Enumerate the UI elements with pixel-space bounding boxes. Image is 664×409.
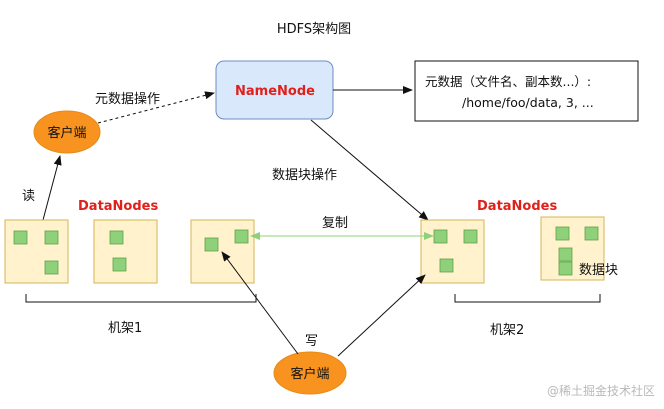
rack1-brace (25, 294, 257, 303)
data-block (204, 237, 219, 252)
write-arrow-rack2 (337, 274, 426, 357)
client-top-label: 客户端 (47, 125, 86, 141)
datanode-box (540, 216, 605, 281)
write-arrow-rack1 (221, 251, 299, 355)
metadata-frame (414, 60, 639, 122)
block-ops-arrow (310, 119, 429, 221)
client-top-ellipse (33, 110, 101, 154)
datanode-rack2-2 (540, 216, 605, 281)
data-block (439, 258, 454, 273)
data-block-label: 数据块 (579, 263, 618, 278)
replication-label: 复制 (322, 216, 348, 231)
datanode-box (420, 219, 485, 284)
data-block (44, 260, 59, 275)
data-block (109, 230, 124, 245)
metadata-ops-label: 元数据操作 (95, 91, 160, 107)
read-arrow (42, 155, 62, 221)
datanodes-label-left: DataNodes (78, 199, 158, 214)
metadata-ops-arrow (97, 91, 215, 124)
data-block (558, 247, 573, 262)
client-top: 客户端 (33, 110, 101, 154)
block-ops-label: 数据块操作 (272, 167, 337, 183)
watermark: @稀土掘金技术社区 (547, 383, 655, 398)
client-bottom-ellipse (273, 351, 347, 395)
data-block (112, 257, 127, 272)
data-block (463, 229, 478, 244)
datanode-rack1-1 (4, 219, 69, 284)
metadata-box: 元数据（文件名、副本数...）: /home/foo/data, 3, ... (414, 60, 639, 122)
data-block (44, 230, 59, 245)
data-block (234, 229, 249, 244)
datanode-rack1-2 (93, 219, 158, 284)
datanode-rack2-1 (420, 219, 485, 284)
datanode-box (4, 219, 69, 284)
rack1-label: 机架1 (108, 321, 142, 336)
client-bottom: 客户端 (273, 351, 347, 395)
data-block (555, 226, 570, 241)
diagram-title: HDFS架构图 (277, 22, 351, 37)
data-block (584, 226, 599, 241)
namenode-label: NameNode (235, 84, 315, 99)
data-block (558, 261, 573, 276)
rack2-label: 机架2 (490, 323, 524, 338)
metadata-line-2: /home/foo/data, 3, ... (462, 95, 594, 110)
metadata-line-1: 元数据（文件名、副本数...）: (425, 74, 591, 89)
datanode-box (190, 219, 255, 284)
client-bottom-label: 客户端 (290, 366, 329, 382)
datanode-box (93, 219, 158, 284)
read-label: 读 (22, 189, 35, 204)
namenode: NameNode (215, 60, 334, 120)
data-block (433, 229, 448, 244)
datanodes-label-right: DataNodes (477, 199, 557, 214)
datanode-rack1-3 (190, 219, 255, 284)
write-label: 写 (305, 334, 318, 349)
rack2-brace (454, 294, 601, 303)
data-block (13, 230, 28, 245)
